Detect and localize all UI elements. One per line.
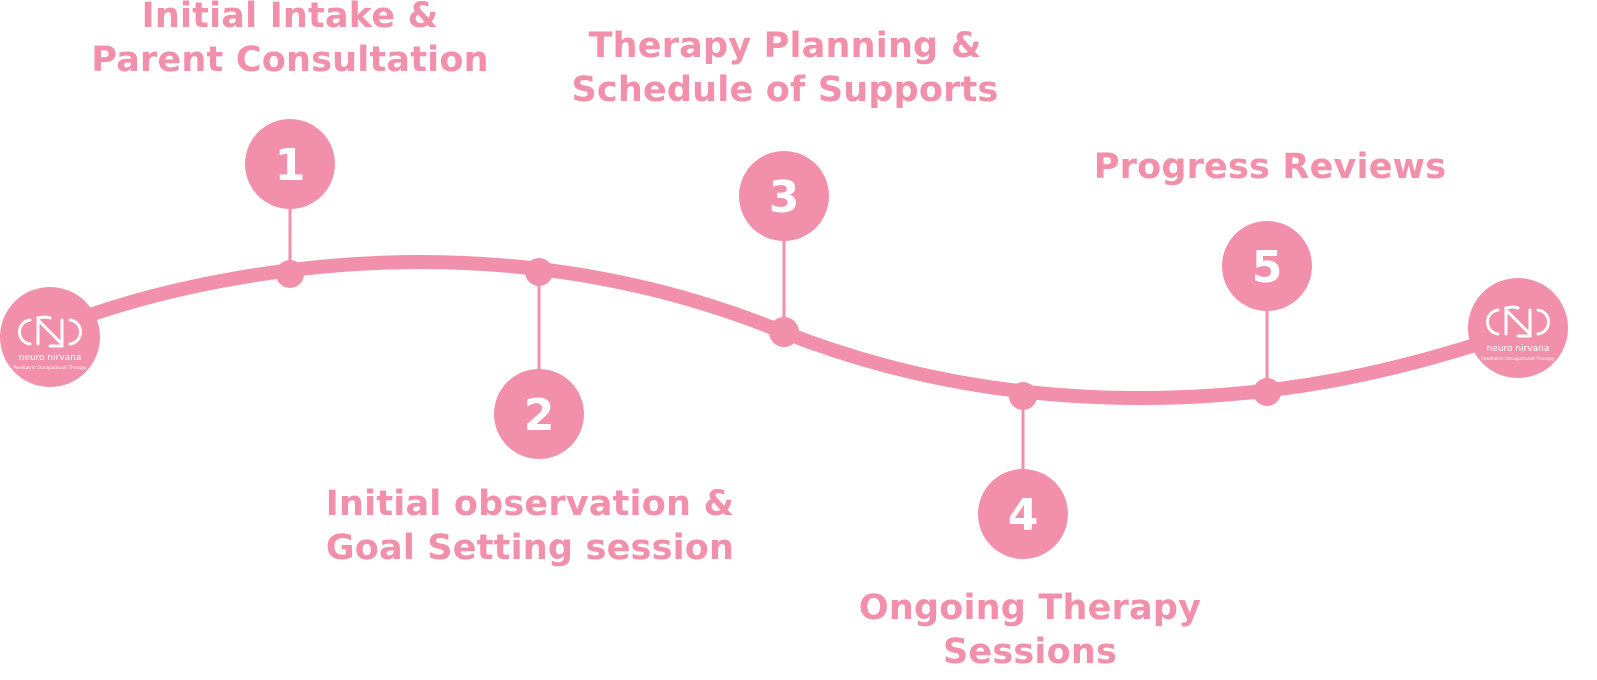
step-5-marker: 5 [1222,221,1312,406]
step-1-node [276,260,304,288]
step-2-node [525,258,553,286]
step-4-title-line-2: Sessions [942,632,1117,672]
step-4-badge [978,469,1068,559]
step-1-marker: 1 [245,119,335,288]
step-1-title-line-1: Initial Intake & [141,0,439,36]
step-2-title: Initial observation & Goal Setting sessi… [320,482,740,570]
start-logo: neuro nirvana Paediatric Occupational Th… [0,287,100,387]
step-3-title-line-2: Schedule of Supports [571,70,999,110]
step-1-title-line-2: Parent Consultation [91,40,489,80]
step-4-marker: 4 [978,382,1068,559]
step-1-badge [245,119,335,209]
step-5-number: 5 [1252,242,1283,293]
step-2-title-line-1: Initial observation & [325,484,735,524]
step-2-badge [494,369,584,459]
step-2-marker: 2 [494,258,584,459]
infinity-n-icon [18,315,82,348]
step-2-number: 2 [524,390,555,441]
step-5-title-line-1: Progress Reviews [1093,147,1447,187]
end-logo: neuro nirvana Paediatric Occupational Th… [1468,278,1568,378]
step-4-title-line-1: Ongoing Therapy [858,588,1202,628]
end-logo-circle [1468,278,1568,378]
step-4-node [1009,382,1037,410]
step-3-badge [739,151,829,241]
step-1-number: 1 [275,140,306,191]
start-logo-circle [0,287,100,387]
step-5-node [1253,378,1281,406]
step-1-title: Initial Intake & Parent Consultation [90,0,490,82]
step-2-title-line-2: Goal Setting session [325,528,735,568]
step-3-title-line-1: Therapy Planning & [588,26,982,66]
start-logo-name: neuro nirvana [19,353,82,363]
step-5-badge [1222,221,1312,311]
end-logo-name: neuro nirvana [1487,344,1550,354]
step-3-node [769,317,799,347]
end-logo-tagline: Paediatric Occupational Therapy [1481,356,1555,362]
infinity-n-icon [1486,305,1550,338]
step-3-title: Therapy Planning & Schedule of Supports [565,24,1005,112]
step-4-title: Ongoing Therapy Sessions [840,586,1220,674]
start-logo-tagline: Paediatric Occupational Therapy [13,365,87,371]
step-3-marker: 3 [739,151,829,347]
step-4-number: 4 [1008,490,1039,541]
step-3-number: 3 [769,172,800,223]
step-5-title: Progress Reviews [1090,145,1450,189]
